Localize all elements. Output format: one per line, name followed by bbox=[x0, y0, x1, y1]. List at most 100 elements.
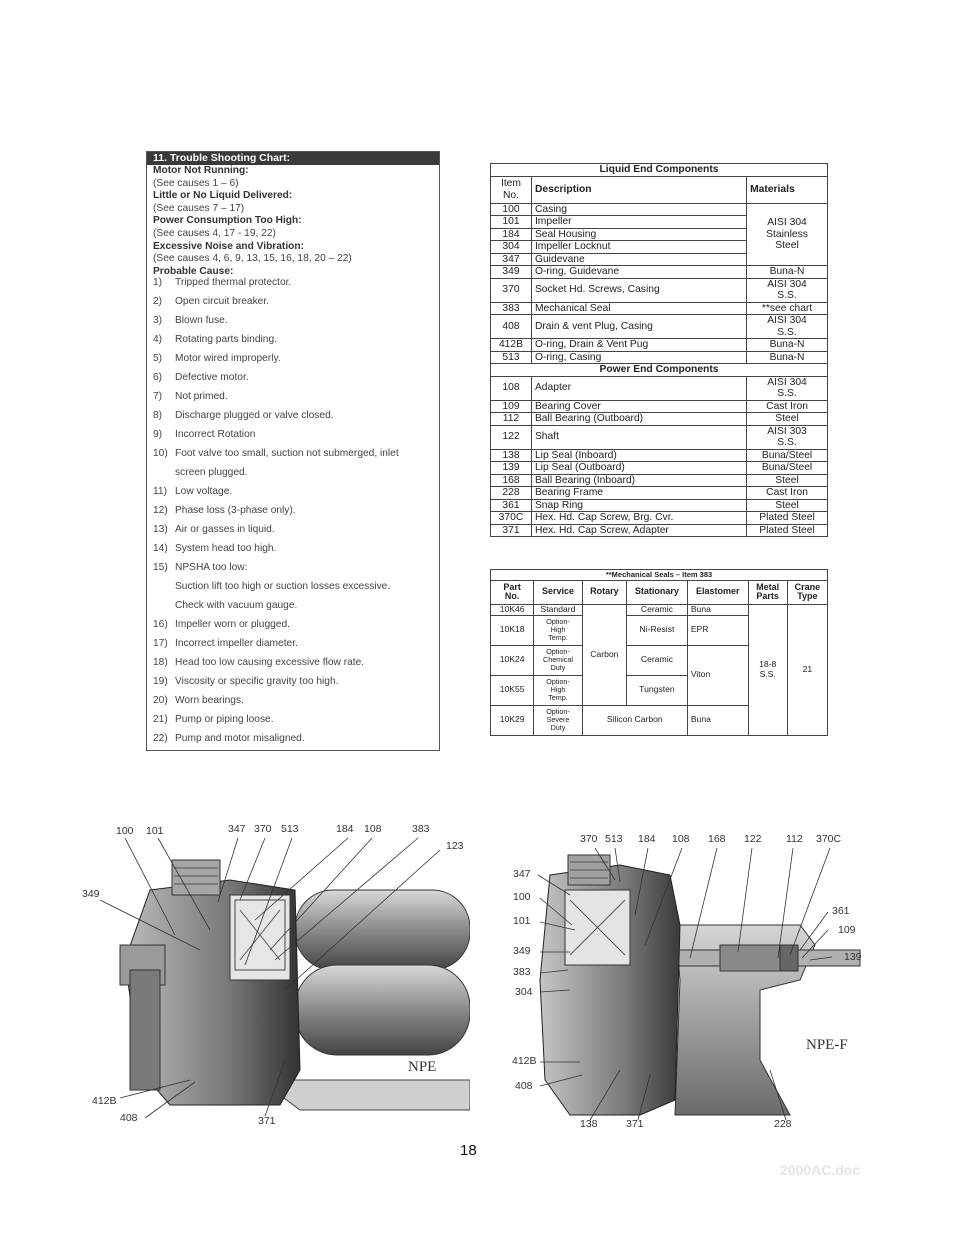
npe-f-model-label: NPE-F bbox=[806, 1037, 848, 1053]
material: Steel bbox=[746, 498, 828, 512]
material: Plated Steel bbox=[746, 523, 828, 537]
cause-text: Viscosity or specific gravity too high. bbox=[175, 675, 339, 687]
seal-header: Service bbox=[533, 579, 583, 605]
material: AISI 304 S.S. bbox=[767, 315, 807, 338]
cause-item: 9)Incorrect Rotation bbox=[153, 425, 433, 444]
cause-item: 7)Not primed. bbox=[153, 387, 433, 406]
description-header: Description bbox=[530, 175, 748, 204]
service-cell: Option-Severe Duty bbox=[533, 704, 583, 736]
item-no: 100 bbox=[490, 202, 532, 216]
cause-item: 5)Motor wired improperly. bbox=[153, 349, 433, 368]
npe-pump-illustration bbox=[99, 837, 471, 1119]
table-row: 100 Casing AISI 304 Stainless Steel bbox=[490, 202, 828, 266]
callout-label: 123 bbox=[446, 840, 464, 852]
cause-item: 22)Pump and motor misaligned. bbox=[153, 729, 433, 748]
cause-text: Blown fuse. bbox=[175, 314, 228, 326]
material-cell: AISI 304 S.S. bbox=[746, 375, 828, 401]
seal-header: Elastomer bbox=[686, 579, 749, 605]
callout-label: 513 bbox=[605, 833, 623, 845]
elastomer: Buna bbox=[686, 603, 749, 616]
components-table: Liquid End Components Item No. Descripti… bbox=[490, 163, 828, 537]
material-cell: AISI 303 S.S. bbox=[746, 424, 828, 450]
callout-label: 349 bbox=[82, 888, 100, 900]
category-ref: (See causes 4, 17 - 19, 22) bbox=[153, 227, 276, 239]
item-no: 304 bbox=[490, 240, 532, 254]
description: Impeller bbox=[530, 215, 748, 229]
mechanical-seals-table: **Mechanical Seals – Item 383 Part No. S… bbox=[489, 569, 829, 736]
cause-text: Defective motor. bbox=[175, 371, 249, 383]
cause-item: 10)Foot valve too small, suction not sub… bbox=[153, 444, 433, 482]
callout-label: 168 bbox=[708, 833, 726, 845]
stationary: Silicon Carbon bbox=[581, 704, 688, 736]
callout-label: 100 bbox=[513, 891, 531, 903]
item-no: 101 bbox=[490, 215, 532, 229]
material: AISI 303 S.S. bbox=[767, 425, 807, 449]
description: Bearing Cover bbox=[530, 399, 748, 413]
cause-number: 20) bbox=[153, 694, 168, 706]
cause-item: 4)Rotating parts binding. bbox=[153, 330, 433, 349]
cause-item: 14)System head too high. bbox=[153, 539, 433, 558]
description: Casing bbox=[530, 202, 748, 216]
item-no: 408 bbox=[490, 314, 532, 339]
material: Steel bbox=[746, 412, 828, 426]
document-filename: 2000AC.doc bbox=[780, 1162, 861, 1178]
cause-text: Not primed. bbox=[175, 390, 228, 402]
cause-number: 1) bbox=[153, 276, 163, 288]
item-no: 184 bbox=[490, 227, 532, 241]
seal-header: Stationary bbox=[626, 579, 688, 605]
cause-item: 11)Low voltage. bbox=[153, 482, 433, 501]
item-no: 383 bbox=[490, 301, 532, 315]
callout-label: 100 bbox=[116, 825, 134, 837]
material-cell: AISI 304 S.S. bbox=[746, 314, 828, 339]
callout-label: 370 bbox=[254, 823, 272, 835]
item-no: 370C bbox=[490, 511, 532, 525]
elastomer: Buna bbox=[686, 704, 749, 736]
cause-number: 14) bbox=[153, 542, 168, 554]
item-no: 361 bbox=[490, 498, 532, 512]
cause-number: 21) bbox=[153, 713, 168, 725]
cause-item: 17)Incorrect impeller diameter. bbox=[153, 634, 433, 653]
material: Buna/Steel bbox=[746, 448, 828, 462]
power-end-title: Power End Components bbox=[490, 363, 828, 377]
header-text: Metal Parts bbox=[756, 581, 780, 601]
seal-row: 10K29 Option-Severe Duty Silicon Carbon … bbox=[489, 704, 828, 736]
cause-number: 8) bbox=[153, 409, 163, 421]
description: O-ring, Casing bbox=[530, 350, 748, 364]
material-group: AISI 304 Stainless Steel bbox=[746, 202, 828, 266]
cause-text: Motor wired improperly. bbox=[175, 352, 281, 364]
cause-text: Foot valve too small, suction not submer… bbox=[175, 447, 399, 459]
metal-text: 18-8 S.S. bbox=[759, 659, 777, 679]
callout-label: 370C bbox=[816, 833, 842, 845]
description: Shaft bbox=[530, 424, 748, 450]
item-no: 139 bbox=[490, 461, 532, 475]
service: Standard bbox=[533, 603, 583, 616]
cause-item: 3)Blown fuse. bbox=[153, 311, 433, 330]
stationary: Tungsten bbox=[626, 674, 688, 706]
category-ref: (See causes 4, 6, 9, 13, 15, 16, 18, 20 … bbox=[153, 253, 352, 265]
cause-text: Phase loss (3-phase only). bbox=[175, 504, 296, 516]
seal-row: 10K24 Option-Chemical Duty Ceramic Viton bbox=[489, 644, 828, 706]
cause-number: 11) bbox=[153, 485, 167, 497]
item-no: 370 bbox=[490, 277, 532, 303]
category-label: Motor Not Running: bbox=[153, 165, 249, 176]
category-ref: (See causes 1 – 6) bbox=[153, 177, 239, 189]
cause-number: 9) bbox=[153, 428, 163, 440]
callout-label: 108 bbox=[364, 823, 382, 835]
cause-text: Impeller worn or plugged. bbox=[175, 618, 290, 630]
callout-label: 383 bbox=[513, 966, 531, 978]
callout-label: 412B bbox=[92, 1095, 117, 1107]
seal-header: Rotary bbox=[581, 579, 628, 605]
item-no: 371 bbox=[490, 523, 532, 537]
